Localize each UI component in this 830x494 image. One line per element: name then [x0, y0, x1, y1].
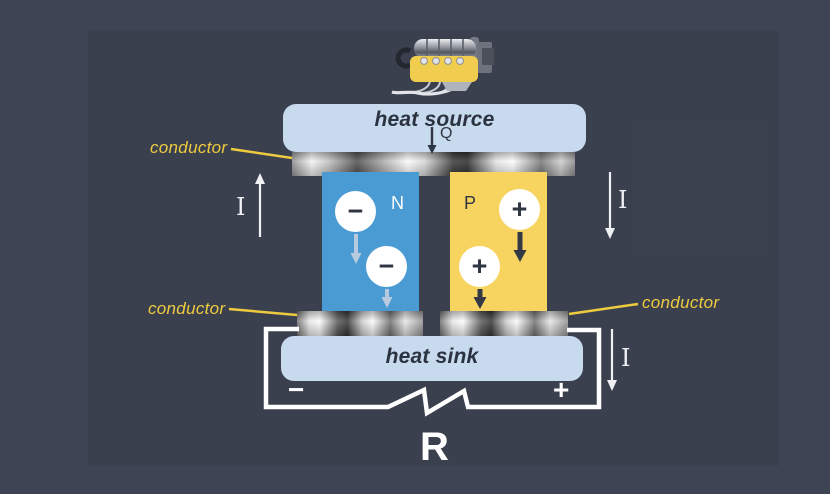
engine-cylinders — [414, 39, 476, 58]
hole-symbol: + — [471, 251, 488, 281]
conductor-label-top-left: conductor — [150, 138, 228, 157]
electron-symbol: − — [378, 251, 395, 281]
heat-flow-label: Q — [440, 125, 453, 142]
engine-intake — [395, 47, 412, 69]
p-type-label: P — [464, 193, 477, 213]
bottom-conductor-right — [440, 311, 568, 336]
heat-sink-label: heat sink — [385, 345, 479, 368]
engine-port — [444, 57, 452, 65]
n-type-leg — [322, 172, 419, 311]
engine-gearbox-inner — [482, 48, 494, 65]
engine-block — [410, 56, 478, 82]
engine-port — [420, 57, 428, 65]
conductor-label-bottom-left: conductor — [148, 299, 226, 318]
bottom-conductor-left — [297, 311, 423, 336]
current-label-left: I — [236, 193, 246, 221]
electron-carrier-1: − — [335, 191, 376, 232]
electron-carrier-2: − — [366, 246, 407, 287]
hole-carrier-1: + — [499, 189, 540, 230]
electron-symbol: − — [347, 196, 364, 226]
engine-icon — [391, 37, 494, 96]
heat-source-plate — [283, 104, 586, 152]
conductor-label-bottom-right: conductor — [642, 293, 720, 312]
current-label-right-bottom: I — [621, 344, 631, 372]
hole-symbol: + — [511, 194, 528, 224]
negative-terminal-label: − — [288, 374, 305, 405]
engine-port — [456, 57, 464, 65]
load-resistor-label: R — [420, 425, 450, 469]
n-type-label: N — [391, 193, 405, 213]
heat-source-label: heat source — [374, 108, 495, 131]
engine-port — [432, 57, 440, 65]
positive-terminal-label: + — [553, 374, 570, 405]
engine-cylinder-ribs — [426, 39, 464, 58]
hole-carrier-2: + — [459, 246, 500, 287]
current-label-right-top: I — [618, 186, 628, 214]
engine-oil-pan — [442, 82, 472, 91]
